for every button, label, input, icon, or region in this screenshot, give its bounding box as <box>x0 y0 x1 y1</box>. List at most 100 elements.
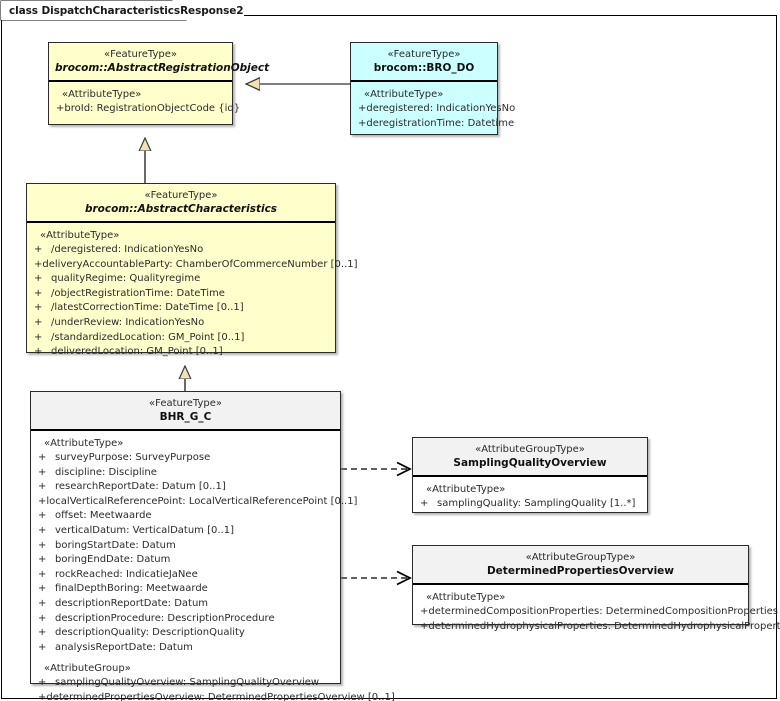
attribute-group-label: «AttributeType» <box>44 438 124 449</box>
attribute-row: + determinedPropertiesOverview: Determin… <box>35 691 395 701</box>
class-stereotype: «FeatureType» <box>104 49 177 60</box>
attribute-group-label: «AttributeGroup» <box>44 663 131 675</box>
section-spacer <box>35 655 336 662</box>
class-name: brocom::BRO_DO <box>373 62 475 74</box>
attribute-text: rockReached: IndicatieJaNee <box>55 568 198 580</box>
attribute-text: offset: Meetwaarde <box>55 510 152 522</box>
attribute-visibility: + <box>38 524 47 536</box>
attribute-text: surveyPurpose: SurveyPurpose <box>55 452 211 463</box>
attribute-text: finalDepthBoring: Meetwaarde <box>55 583 208 595</box>
attribute-text: qualityRegime: Qualityregime <box>51 273 201 285</box>
attribute-text: researchReportDate: Datum [0..1] <box>55 481 226 493</box>
attribute-row: + /deregistered: IndicationYesNo <box>31 243 331 258</box>
class-stereotype: «FeatureType» <box>387 49 461 60</box>
attribute-row: + /objectRegistrationTime: DateTime <box>31 287 331 302</box>
attribute-row: + deregistrationTime: Datetime <box>355 117 514 132</box>
attribute-text: determinedPropertiesOverview: Determined… <box>46 691 395 701</box>
attribute-row: + /standardizedLocation: GM_Point [0..1] <box>31 331 331 346</box>
attribute-row: + descriptionReportDate: Datum <box>35 597 336 612</box>
class-header: «FeatureType» brocom::AbstractCharacteri… <box>27 184 335 223</box>
attribute-row: + broId: RegistrationObjectCode {id} <box>53 102 240 117</box>
class-body: «AttributeType» + /deregistered: Indicat… <box>27 223 358 365</box>
attribute-text: determinedHydrophysicalProperties: Deter… <box>428 620 780 632</box>
attribute-text: boringEndDate: Datum <box>55 554 171 566</box>
attribute-visibility: + <box>420 606 429 617</box>
attribute-visibility: + <box>358 117 367 129</box>
attribute-visibility: + <box>38 691 47 701</box>
attribute-visibility: + <box>34 331 43 343</box>
attribute-visibility: + <box>34 258 43 270</box>
class-box-determined-properties-overview[interactable]: «AttributeGroupType» DeterminedPropertie… <box>412 545 780 632</box>
class-box-abstract-characteristics[interactable]: «FeatureType» brocom::AbstractCharacteri… <box>26 183 358 357</box>
class-stereotype: «FeatureType» <box>144 190 218 201</box>
attribute-group-label: «AttributeType» <box>40 230 120 241</box>
attribute-visibility: + <box>38 612 47 624</box>
attribute-text: boringStartDate: Datum <box>55 539 176 551</box>
attribute-row: + determinedHydrophysicalProperties: Det… <box>417 620 780 635</box>
class-body: «AttributeType» + deregistered: Indicati… <box>351 82 515 136</box>
attribute-row: + offset: Meetwaarde <box>35 509 336 524</box>
attribute-row: + /latestCorrectionTime: DateTime [0..1] <box>31 301 331 316</box>
attribute-text: samplingQuality: SamplingQuality [1..*] <box>437 498 636 509</box>
class-body: «AttributeType» + broId: RegistrationObj… <box>49 82 240 122</box>
attribute-visibility: + <box>420 620 429 632</box>
attribute-row: + finalDepthBoring: Meetwaarde <box>35 582 336 597</box>
attribute-row: + /underReview: IndicationYesNo <box>31 316 331 331</box>
attribute-text: broId: RegistrationObjectCode {id} <box>64 103 241 114</box>
attribute-group-label: «AttributeType» <box>62 89 142 100</box>
class-box-sampling-quality-overview[interactable]: «AttributeGroupType» SamplingQualityOver… <box>412 437 648 513</box>
attribute-row: + determinedCompositionProperties: Deter… <box>417 605 778 620</box>
attribute-visibility: + <box>38 452 47 463</box>
attribute-text: /latestCorrectionTime: DateTime [0..1] <box>51 302 244 314</box>
class-box-abstract-registration-object[interactable]: «FeatureType» brocom::AbstractRegistrati… <box>48 42 270 125</box>
attribute-row: + deliveredLocation: GM_Point [0..1] <box>31 345 331 360</box>
attribute-visibility: + <box>56 103 65 114</box>
attribute-row: + rockReached: IndicatieJaNee <box>35 568 336 583</box>
diagram-title: class DispatchCharacteristicsResponse2 <box>9 4 244 17</box>
class-name: brocom::AbstractRegistrationObject <box>55 62 270 74</box>
attribute-row: + researchReportDate: Datum [0..1] <box>35 480 336 495</box>
class-name: DeterminedPropertiesOverview <box>486 565 675 577</box>
class-name: BHR_G_C <box>159 411 212 423</box>
attribute-visibility: + <box>34 316 43 328</box>
class-name: brocom::AbstractCharacteristics <box>84 203 278 215</box>
attribute-group-label: «AttributeType» <box>426 484 506 495</box>
attribute-visibility: + <box>38 539 47 551</box>
attribute-text: descriptionQuality: DescriptionQuality <box>55 627 245 639</box>
attribute-visibility: + <box>420 498 429 509</box>
attribute-row: + samplingQuality: SamplingQuality [1..*… <box>417 497 643 512</box>
attribute-row: + boringStartDate: Datum <box>35 539 336 554</box>
attribute-text: deregistrationTime: Datetime <box>366 117 515 129</box>
attribute-visibility: + <box>38 466 47 478</box>
diagram-title-tab: class DispatchCharacteristicsResponse2 <box>1 1 244 20</box>
attribute-visibility: + <box>38 627 47 639</box>
class-header: «FeatureType» brocom::AbstractRegistrati… <box>49 43 270 82</box>
attribute-visibility: + <box>38 583 47 595</box>
class-box-bhr-g-c[interactable]: «FeatureType» BHR_G_C «AttributeType» + … <box>30 391 395 701</box>
attribute-visibility: + <box>34 244 43 255</box>
attribute-text: /standardizedLocation: GM_Point [0..1] <box>51 331 245 343</box>
attribute-visibility: + <box>38 597 47 609</box>
attribute-row: + surveyPurpose: SurveyPurpose <box>35 451 336 466</box>
attribute-group-label: «AttributeType» <box>426 592 506 603</box>
attribute-group-label: «AttributeType» <box>364 89 444 100</box>
attribute-visibility: + <box>38 677 47 689</box>
attribute-visibility: + <box>38 641 47 653</box>
attribute-text: /objectRegistrationTime: DateTime <box>51 287 225 299</box>
attribute-text: samplingQualityOverview: SamplingQuality… <box>55 677 320 689</box>
attribute-visibility: + <box>38 568 47 580</box>
attribute-visibility: + <box>34 287 43 299</box>
attribute-row: + deregistered: IndicationYesNo <box>355 102 515 117</box>
attribute-visibility: + <box>34 302 43 314</box>
attribute-text: analysisReportDate: Datum <box>55 641 193 653</box>
attribute-row: + discipline: Discipline <box>35 466 336 481</box>
attribute-visibility: + <box>38 510 47 522</box>
attribute-text: descriptionProcedure: DescriptionProcedu… <box>55 612 275 624</box>
attribute-visibility: + <box>38 495 47 507</box>
attribute-row: + qualityRegime: Qualityregime <box>31 272 331 287</box>
class-box-bro-do[interactable]: «FeatureType» brocom::BRO_DO «AttributeT… <box>350 42 515 136</box>
attribute-row: + descriptionProcedure: DescriptionProce… <box>35 612 336 627</box>
attribute-visibility: + <box>38 554 47 566</box>
attribute-text: deliveredLocation: GM_Point [0..1] <box>51 346 223 358</box>
